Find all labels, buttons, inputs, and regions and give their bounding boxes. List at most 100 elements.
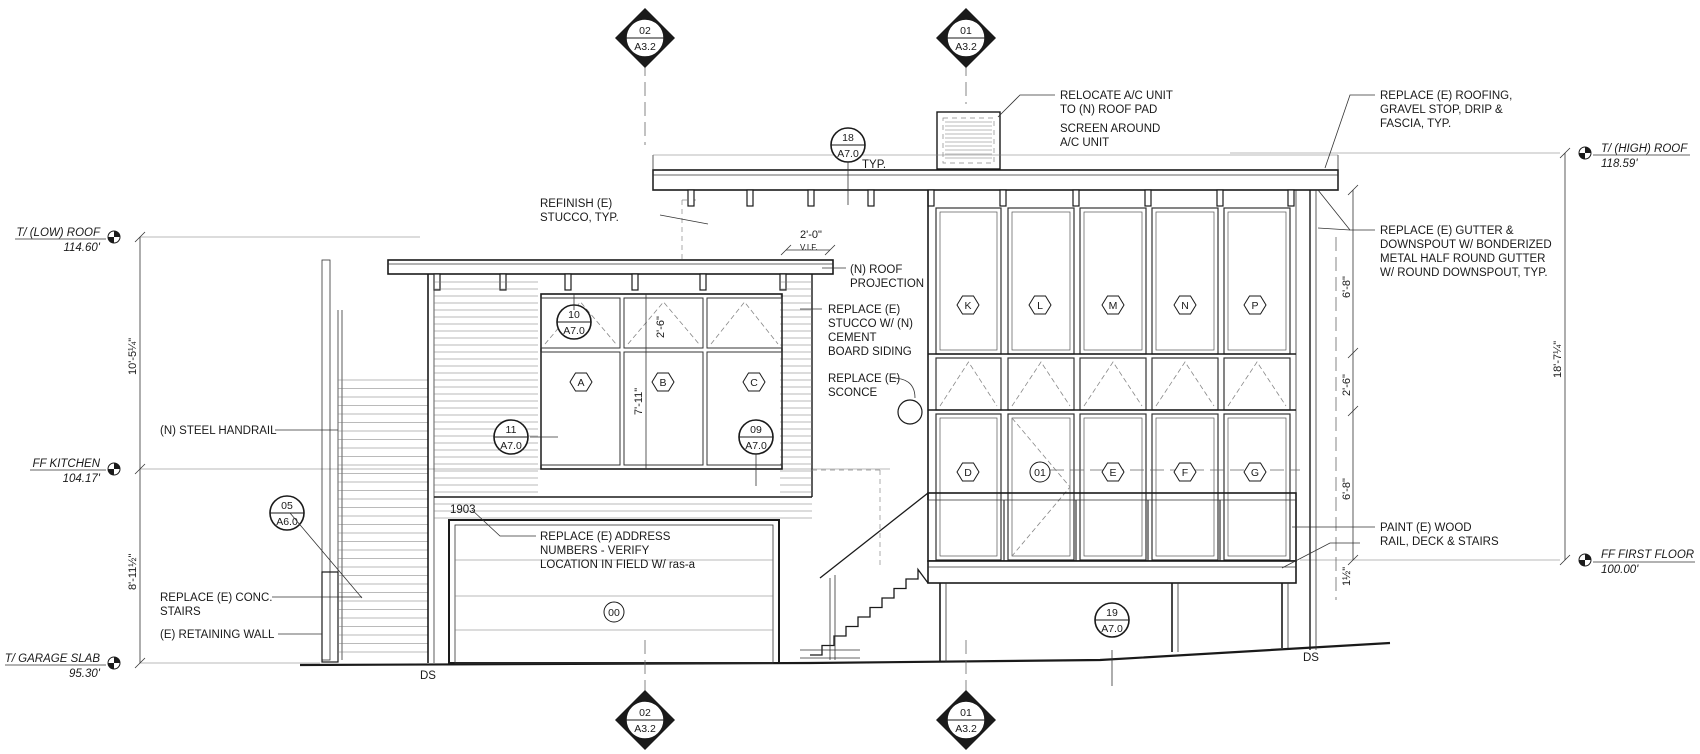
level-elevation: 104.17' — [63, 473, 101, 485]
dim-slab-to-kitchen: 8'-11½" — [127, 554, 139, 590]
note-conc-stairs: REPLACE (E) CONC. STAIRS — [160, 592, 276, 618]
dim-upper-glazing: 6'-8" — [1341, 276, 1353, 298]
section-number: 01 — [960, 25, 972, 37]
detail-number: 18 — [842, 132, 854, 144]
level-low-roof: T/ (LOW) ROOF 114.60' — [15, 227, 121, 254]
window-tag-label: L — [1037, 300, 1043, 312]
window-tag-label: K — [964, 300, 971, 312]
level-elevation: 118.59' — [1601, 158, 1638, 170]
note-ds-left: DS — [420, 670, 436, 682]
detail-sheet: A7.0 — [1101, 623, 1123, 635]
section-number: 02 — [639, 707, 651, 719]
dim-deck: 1½" — [1341, 567, 1353, 586]
note-paint-wood: PAINT (E) WOOD RAIL, DECK & STAIRS — [1380, 522, 1499, 548]
detail-number: 09 — [750, 424, 762, 436]
dim-transom-right: 2'-6" — [1341, 374, 1353, 396]
dimensions: 2'-0" V.I.F. 2'-6" 7'-11" 6'-8" 2'-6" 6'… — [127, 147, 1571, 669]
note-roof-projection: (N) ROOF PROJECTION — [850, 264, 924, 290]
window-tag-label: E — [1109, 467, 1116, 479]
note-screen-ac: SCREEN AROUND A/C UNIT — [1060, 123, 1164, 149]
window-tag: 01 — [1029, 461, 1051, 483]
note-replace-address: REPLACE (E) ADDRESS NUMBERS - VERIFY LOC… — [540, 531, 696, 571]
section-sheet: A3.2 — [634, 41, 656, 53]
level-name: T/ (LOW) ROOF — [16, 227, 101, 239]
note-relocate-ac: RELOCATE A/C UNIT TO (N) ROOF PAD — [1060, 90, 1176, 116]
window-tag: F — [1173, 462, 1197, 482]
level-high-roof: T/ (HIGH) ROOF 118.59' — [1578, 143, 1690, 170]
window-tag: B — [651, 372, 675, 392]
dim-lower-glazing: 6'-8" — [1341, 478, 1353, 500]
exterior-stair-left — [321, 259, 428, 663]
high-volume — [652, 111, 1339, 662]
level-name: T/ (HIGH) ROOF — [1601, 143, 1688, 155]
window-tag-label: 01 — [1034, 467, 1046, 479]
level-ff-first-floor: FF FIRST FLOOR 100.00' — [1578, 549, 1695, 576]
dim-kitchen-to-low-roof: 10'-5¼" — [127, 338, 139, 375]
sconce — [897, 399, 923, 425]
note-retaining-wall: (E) RETAINING WALL — [160, 629, 275, 641]
level-name: FF KITCHEN — [32, 458, 100, 470]
window-tag-label: 00 — [608, 607, 620, 619]
window-tag: 00 — [603, 601, 625, 623]
level-name: FF FIRST FLOOR — [1601, 549, 1694, 561]
section-sheet: A3.2 — [634, 723, 656, 735]
window-tag-label: D — [964, 467, 972, 479]
dim-transom-left: 2'-6" — [655, 316, 667, 338]
section-sheet: A3.2 — [955, 723, 977, 735]
note-replace-roofing: REPLACE (E) ROOFING, GRAVEL STOP, DRIP &… — [1380, 90, 1515, 130]
note-replace-sconce: REPLACE (E) SCONCE — [828, 373, 903, 399]
dim-overhang: 2'-0" — [800, 229, 822, 241]
window-tag-label: B — [659, 377, 666, 389]
low-volume — [387, 199, 881, 664]
level-elevation: 114.60' — [63, 242, 100, 254]
note-refinish-stucco: REFINISH (E) STUCCO, TYP. — [540, 198, 619, 224]
detail-sheet: A7.0 — [500, 440, 522, 452]
level-garage-slab: T/ GARAGE SLAB 95.30' — [5, 653, 121, 680]
dim-kitchen-window: 7'-11" — [633, 388, 645, 415]
note-replace-stucco: REPLACE (E) STUCCO W/ (N) CEMENT BOARD S… — [828, 304, 916, 358]
window-tag: L — [1028, 295, 1052, 315]
window-tag-label: N — [1181, 300, 1189, 312]
detail-number: 05 — [281, 500, 293, 512]
window-tag: E — [1101, 462, 1125, 482]
window-tag: P — [1243, 295, 1267, 315]
detail-sheet: A7.0 — [563, 325, 585, 337]
window-tag: A — [569, 372, 593, 392]
note-ds-right: DS — [1303, 652, 1319, 664]
detail-number: 19 — [1106, 607, 1118, 619]
note-address-number: 1903 — [450, 504, 476, 516]
level-ff-kitchen: FF KITCHEN 104.17' — [30, 458, 121, 485]
window-tag: K — [956, 295, 980, 315]
detail-sheet: A7.0 — [745, 440, 767, 452]
window-tag: C — [742, 372, 766, 392]
detail-sheet: A6.0 — [276, 516, 298, 528]
detail-number: 11 — [506, 424, 517, 436]
callout-leaders — [289, 162, 1113, 686]
window-tag: D — [956, 462, 980, 482]
window-tag-label: G — [1251, 467, 1259, 479]
section-number: 02 — [639, 25, 651, 37]
note-replace-gutter: REPLACE (E) GUTTER & DOWNSPOUT W/ BONDER… — [1380, 225, 1555, 279]
window-tag-label: F — [1182, 467, 1188, 479]
detail-sheet: A7.0 — [837, 148, 859, 160]
window-tag-label: C — [750, 377, 758, 389]
note-steel-handrail: (N) STEEL HANDRAIL — [160, 425, 277, 437]
level-elevation: 100.00' — [1601, 564, 1639, 576]
notes: RELOCATE A/C UNIT TO (N) ROOF PAD SCREEN… — [160, 90, 1555, 682]
window-tag: G — [1243, 462, 1267, 482]
section-number: 01 — [960, 707, 972, 719]
window-tag: M — [1101, 295, 1125, 315]
level-name: T/ GARAGE SLAB — [5, 653, 101, 665]
dim-overall-height: 18'-7¼" — [1552, 341, 1564, 378]
level-elevation: 95.30' — [69, 668, 101, 680]
window-tag-label: A — [577, 377, 584, 389]
window-tag: N — [1173, 295, 1197, 315]
